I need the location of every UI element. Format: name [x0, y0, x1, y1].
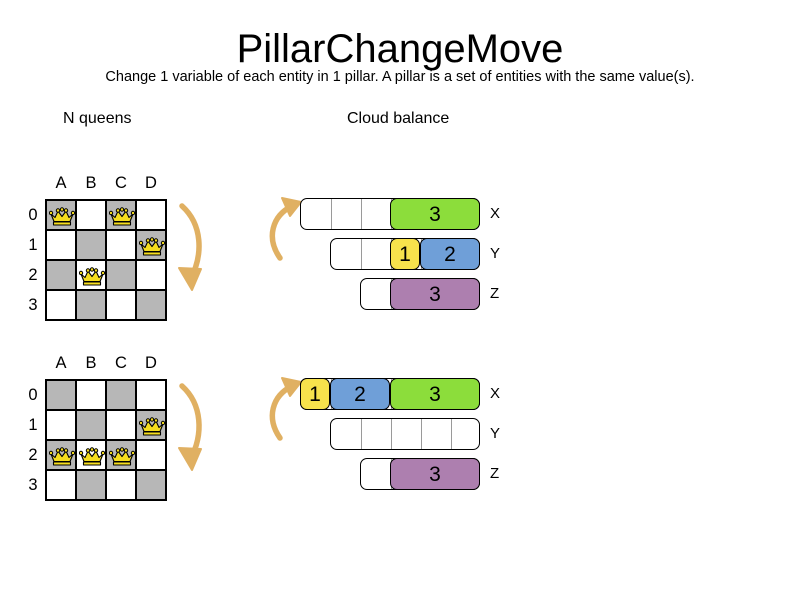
board-square-B2[interactable] [76, 260, 106, 290]
board-square-C1[interactable] [106, 410, 136, 440]
bar-grid-line [361, 419, 362, 449]
board-column-label-d: D [145, 354, 157, 372]
cloud-computer-label-y: Y [490, 425, 501, 442]
queen-icon [109, 207, 135, 226]
bar-grid-line [361, 199, 362, 229]
board-square-B3[interactable] [76, 470, 106, 500]
cloud-process-block-2[interactable]: 2 [330, 378, 390, 410]
queen-icon [139, 237, 165, 256]
board-square-B2[interactable] [76, 440, 106, 470]
cloud-process-block-3[interactable]: 3 [390, 378, 480, 410]
board-square-A3[interactable] [46, 470, 76, 500]
cloud-process-block-1[interactable]: 1 [390, 238, 420, 270]
board-row-label-0: 0 [28, 206, 38, 224]
cloud-process-block-3[interactable]: 3 [390, 458, 480, 490]
board-square-A2[interactable] [46, 440, 76, 470]
board-square-A1[interactable] [46, 230, 76, 260]
page-subtitle: Change 1 variable of each entity in 1 pi… [105, 69, 695, 85]
board-row-label-3: 3 [28, 476, 38, 494]
board-square-A0[interactable] [46, 200, 76, 230]
cloud-bar-track[interactable] [330, 418, 480, 450]
board-row-label-1: 1 [28, 416, 38, 434]
bar-grid-line [361, 239, 362, 269]
board-square-D2[interactable] [136, 260, 166, 290]
queen-icon [79, 267, 105, 286]
board-square-C3[interactable] [106, 470, 136, 500]
queen-icon [139, 417, 165, 436]
board-square-B1[interactable] [76, 230, 106, 260]
move-arrow-cloud-before [269, 197, 302, 261]
board-square-D3[interactable] [136, 290, 166, 320]
board-square-C3[interactable] [106, 290, 136, 320]
board-square-D0[interactable] [136, 380, 166, 410]
cloud-process-block-3[interactable]: 3 [390, 198, 480, 230]
move-arrow-queens-before [178, 203, 202, 291]
cloud-computer-label-z: Z [490, 465, 500, 482]
board-square-B3[interactable] [76, 290, 106, 320]
board-square-A3[interactable] [46, 290, 76, 320]
bar-grid-line [331, 199, 332, 229]
board-square-D1[interactable] [136, 410, 166, 440]
board-column-label-c: C [115, 354, 127, 372]
board-row-label-3: 3 [28, 296, 38, 314]
cloud-process-block-1[interactable]: 1 [300, 378, 330, 410]
board-square-C0[interactable] [106, 380, 136, 410]
board-square-C0[interactable] [106, 200, 136, 230]
board-square-B1[interactable] [76, 410, 106, 440]
cloud-computer-label-x: X [490, 385, 501, 402]
move-arrow-queens-after [178, 383, 202, 471]
bar-grid-line [391, 419, 392, 449]
move-arrow-cloud-after [269, 377, 302, 441]
board-square-C2[interactable] [106, 260, 136, 290]
cloud-computer-label-z: Z [490, 285, 500, 302]
cloud-process-block-2[interactable]: 2 [420, 238, 480, 270]
queen-icon [79, 447, 105, 466]
board-column-label-d: D [145, 174, 157, 192]
board-column-label-a: A [55, 174, 67, 192]
cloud-computer-label-x: X [490, 205, 501, 222]
board-square-D0[interactable] [136, 200, 166, 230]
board-square-A2[interactable] [46, 260, 76, 290]
board-column-label-a: A [55, 354, 67, 372]
board-column-label-b: B [85, 174, 97, 192]
board-row-label-2: 2 [28, 266, 38, 284]
board-row-label-0: 0 [28, 386, 38, 404]
board-square-D1[interactable] [136, 230, 166, 260]
board-column-label-c: C [115, 174, 127, 192]
queen-icon [49, 207, 75, 226]
board-square-B0[interactable] [76, 380, 106, 410]
board-square-C1[interactable] [106, 230, 136, 260]
cloud-process-block-3[interactable]: 3 [390, 278, 480, 310]
queen-icon [49, 447, 75, 466]
board-square-A1[interactable] [46, 410, 76, 440]
board-square-D3[interactable] [136, 470, 166, 500]
section-heading-cloud: Cloud balance [347, 110, 450, 127]
queen-icon [109, 447, 135, 466]
board-square-B0[interactable] [76, 200, 106, 230]
board-square-A0[interactable] [46, 380, 76, 410]
board-row-label-1: 1 [28, 236, 38, 254]
bar-grid-line [451, 419, 452, 449]
board-square-D2[interactable] [136, 440, 166, 470]
board-square-C2[interactable] [106, 440, 136, 470]
board-row-label-2: 2 [28, 446, 38, 464]
page-title: PillarChangeMove [236, 27, 564, 71]
cloud-computer-label-y: Y [490, 245, 501, 262]
section-heading-nqueens: N queens [63, 110, 132, 127]
bar-grid-line [421, 419, 422, 449]
board-column-label-b: B [85, 354, 97, 372]
